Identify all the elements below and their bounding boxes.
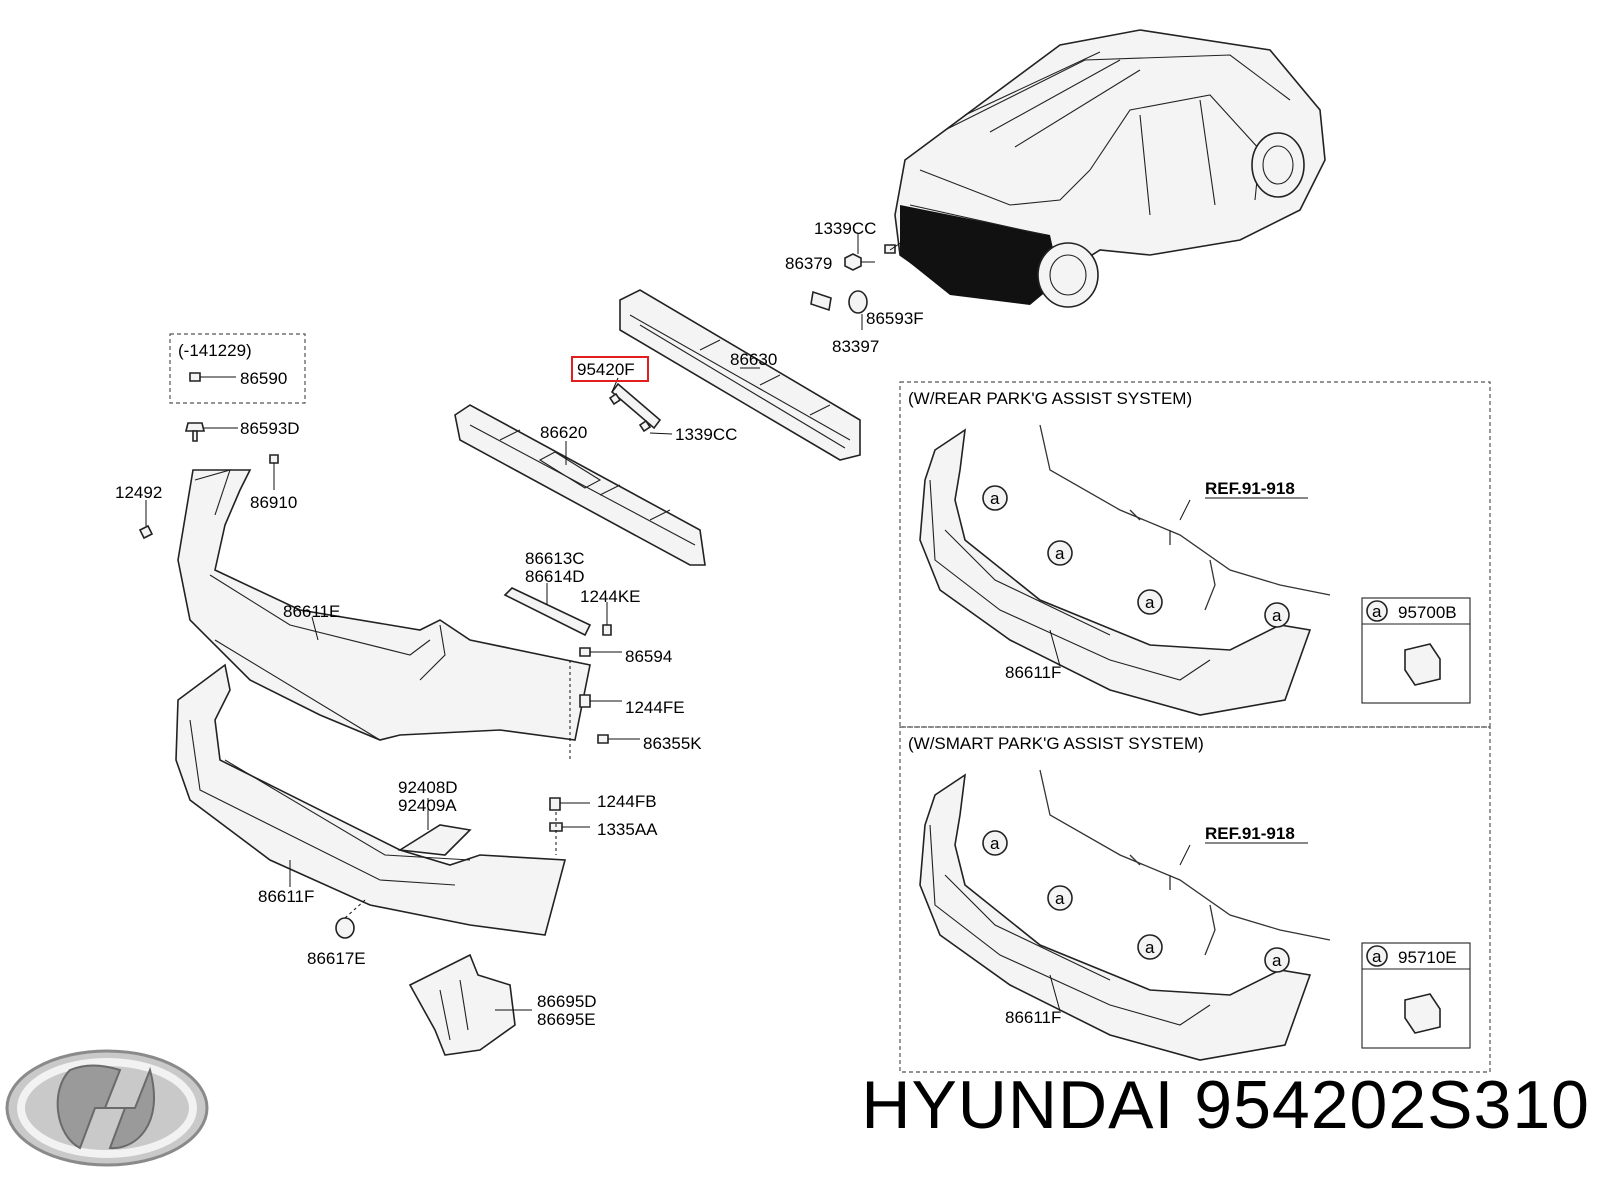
label-1244ke: 1244KE xyxy=(580,587,641,606)
panel-rear-bumper-label: 86611F xyxy=(1005,663,1061,682)
panel-rear-park-assist xyxy=(899,381,1491,728)
label-86910: 86910 xyxy=(250,493,297,512)
label-92408d: 92408D xyxy=(398,778,458,797)
panel-rear-callout-3: a xyxy=(1145,593,1155,612)
bracket-86613c xyxy=(503,583,622,657)
label-86695d: 86695D xyxy=(537,992,597,1011)
label-86617e: 86617E xyxy=(307,949,366,968)
label-86630: 86630 xyxy=(730,350,777,369)
label-92409a: 92409A xyxy=(398,796,457,815)
label-86695e: 86695E xyxy=(537,1010,596,1029)
label-86611f-main: 86611F xyxy=(258,887,314,906)
panel-rear-ref: REF.91-918 xyxy=(1205,479,1295,498)
highlight-box-95420f xyxy=(571,356,649,382)
part-labels: 1339CC 86379 86593F 83397 86630 95420F 1… xyxy=(115,219,924,1029)
label-86614d: 86614D xyxy=(525,567,585,586)
panel-smart-ref: REF.91-918 xyxy=(1205,824,1295,843)
panel-rear-title: (W/REAR PARK'G ASSIST SYSTEM) xyxy=(908,389,1192,408)
label-12492: 12492 xyxy=(115,483,162,502)
label-86613c: 86613C xyxy=(525,549,585,568)
bracket-95420f xyxy=(608,377,673,435)
label-1244fe: 1244FE xyxy=(625,698,685,717)
panel-rear-callout-1: a xyxy=(990,489,1000,508)
panel-rear-labels: (W/REAR PARK'G ASSIST SYSTEM) REF.91-918… xyxy=(908,389,1457,682)
variant-box-141229 xyxy=(169,333,306,404)
panel-smart-callout-5: a xyxy=(1372,947,1382,966)
panel-rear-callout-4: a xyxy=(1272,606,1282,625)
label-86593f: 86593F xyxy=(866,309,924,328)
right-fasteners xyxy=(549,660,640,855)
label-86594: 86594 xyxy=(625,647,672,666)
panel-smart-callout-4: a xyxy=(1272,951,1282,970)
label-95420f: 95420F xyxy=(577,360,635,379)
hyundai-logo-icon xyxy=(5,1049,209,1167)
panel-rear-callout-2: a xyxy=(1055,544,1065,563)
panel-smart-title: (W/SMART PARK'G ASSIST SYSTEM) xyxy=(908,734,1204,753)
panel-rear-sensor-part: 95700B xyxy=(1398,603,1457,622)
rear-beam-86630 xyxy=(619,289,861,461)
panel-smart-callout-3: a xyxy=(1145,938,1155,957)
label-1335aa: 1335AA xyxy=(597,820,658,839)
brand-part-number: HYUNDAI 954202S310 xyxy=(861,1067,1590,1143)
vehicle-illustration xyxy=(894,29,1326,308)
label-86355k: 86355K xyxy=(643,734,702,753)
label-86611e: 86611E xyxy=(283,602,340,621)
label-83397: 83397 xyxy=(832,337,879,356)
bumper-upper-86611e xyxy=(177,469,591,741)
label-1339cc-top: 1339CC xyxy=(814,219,876,238)
top-small-parts xyxy=(810,233,906,330)
absorber-86620 xyxy=(454,404,706,566)
label-86379: 86379 xyxy=(785,254,832,273)
panel-smart-sensor-part: 95710E xyxy=(1398,948,1457,967)
label-86593d: 86593D xyxy=(240,419,300,438)
left-fasteners xyxy=(138,422,279,540)
panel-smart-park-assist xyxy=(899,726,1491,1073)
panel-smart-callout-2: a xyxy=(1055,889,1065,908)
label-86620: 86620 xyxy=(540,423,587,442)
panel-smart-callout-1: a xyxy=(990,834,1000,853)
bumper-lower-86611f xyxy=(175,663,567,939)
label-86590: 86590 xyxy=(240,369,287,388)
guard-86695d xyxy=(408,953,532,1056)
panel-smart-bumper-label: 86611F xyxy=(1005,1008,1061,1027)
label-1244fb: 1244FB xyxy=(597,792,657,811)
label-1339cc-mid: 1339CC xyxy=(675,425,737,444)
panel-smart-labels: (W/SMART PARK'G ASSIST SYSTEM) REF.91-91… xyxy=(908,734,1457,1027)
panel-rear-callout-5: a xyxy=(1372,602,1382,621)
label-141229: (-141229) xyxy=(178,341,252,360)
